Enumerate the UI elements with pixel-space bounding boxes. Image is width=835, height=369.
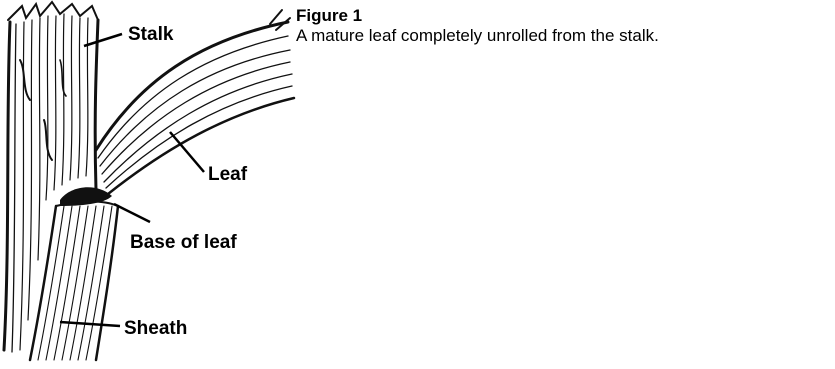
leaf-leader-line (170, 132, 204, 172)
base-of-leaf-label: Base of leaf (130, 232, 237, 253)
sheath-drawing (30, 206, 118, 360)
stalk-label: Stalk (128, 24, 174, 45)
stalk-leader-line (84, 34, 122, 46)
base-leader-line (114, 204, 150, 222)
leaf-drawing (96, 10, 294, 194)
figure-caption: Figure 1 A mature leaf completely unroll… (296, 6, 831, 46)
leaf-base-drawing (56, 187, 118, 206)
sheath-label: Sheath (124, 318, 187, 339)
figure-title: Figure 1 (296, 6, 831, 26)
leader-lines (60, 34, 204, 326)
stalk-drawing (4, 2, 98, 352)
leaf-illustration: Stalk Leaf Base of leaf Sheath (0, 0, 300, 364)
figure-description: A mature leaf completely unrolled from t… (296, 26, 831, 46)
leaf-diagram: Stalk Leaf Base of leaf Sheath (0, 0, 300, 364)
leaf-label: Leaf (208, 164, 248, 185)
